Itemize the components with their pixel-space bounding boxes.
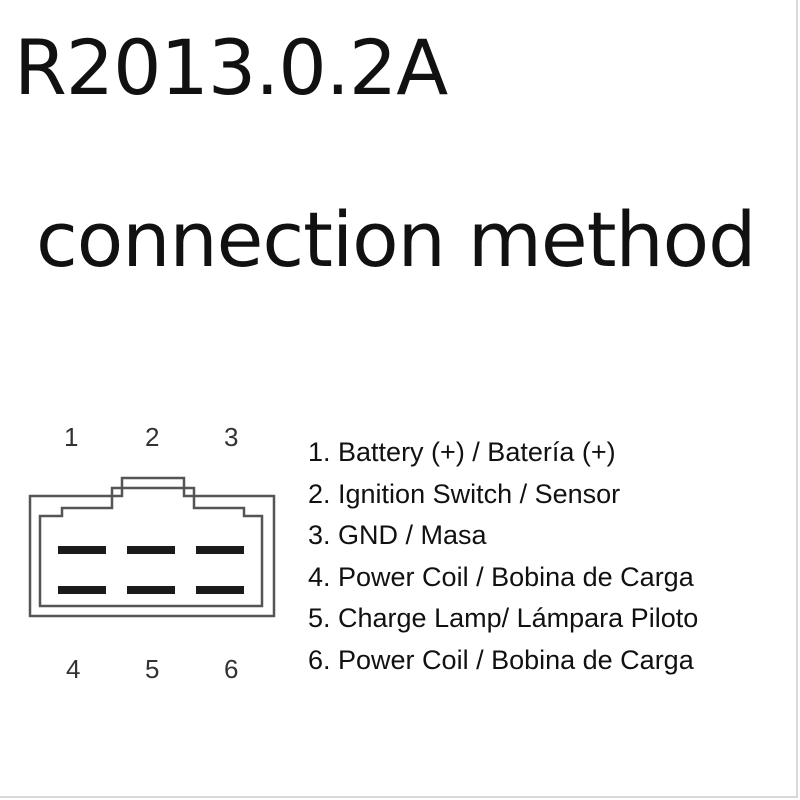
pin-slot-3 — [196, 546, 244, 554]
legend-item-2: 2. Ignition Switch / Sensor — [308, 478, 621, 509]
connection-method-heading: connection method — [36, 195, 756, 284]
pin-slot-6 — [196, 586, 244, 594]
pin-legend: 1. Battery (+) / Batería (+) 2. Ignition… — [308, 432, 698, 681]
pin-slot-5 — [127, 586, 175, 594]
connector-diagram — [28, 476, 276, 618]
legend-item-3: 3. GND / Masa — [308, 520, 487, 550]
pin-number-3: 3 — [224, 422, 239, 452]
connector-housing-inner — [38, 486, 264, 608]
legend-item-6: 6. Power Coil / Bobina de Carga — [308, 644, 694, 675]
legend-item-1: 1. Battery (+) / Batería (+) — [308, 437, 616, 467]
pin-slot-2 — [127, 546, 175, 554]
pin-slot-4 — [58, 586, 106, 594]
legend-item-5: 5. Charge Lamp/ Lámpara Piloto — [308, 603, 699, 633]
pin-slot-1 — [58, 546, 106, 554]
pin-number-5: 5 — [145, 654, 160, 684]
legend-item-4: 4. Power Coil / Bobina de Carga — [308, 561, 694, 592]
pin-number-2: 2 — [145, 422, 160, 452]
part-number-title: R2013.0.2A — [14, 23, 448, 112]
pin-number-1: 1 — [64, 422, 79, 452]
pin-number-4: 4 — [66, 654, 81, 684]
connector-housing-outer — [28, 476, 276, 618]
pin-number-6: 6 — [224, 654, 239, 684]
